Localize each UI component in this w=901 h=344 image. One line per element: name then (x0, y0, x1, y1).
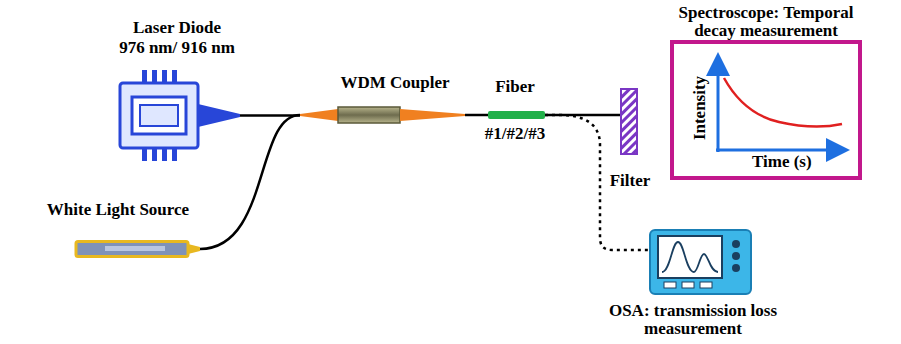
filter: Filter (620, 88, 638, 155)
osa-instrument: OSA: transmission loss measurement (648, 228, 753, 296)
node-label: Filter (610, 171, 651, 191)
filter-icon (620, 88, 638, 155)
node-label: Intensity (690, 76, 710, 140)
node-label: 976 nm/ 916 nm (119, 38, 235, 58)
fiber-line (465, 114, 488, 117)
fiber-segment: Fiber#1/#2/#3 (488, 110, 545, 120)
node-label: Laser Diode (133, 18, 221, 38)
node-label: WDM Coupler (340, 73, 449, 93)
laser-diode-icon (118, 78, 240, 153)
node-label: Time (s) (752, 152, 812, 172)
fiber-line (545, 114, 620, 117)
fiber-icon (488, 110, 545, 120)
laser-diode: Laser Diode976 nm/ 916 nm (118, 78, 240, 153)
node-label: #1/#2/#3 (485, 124, 545, 144)
node-label: Fiber (495, 77, 535, 97)
node-label: White Light Source (47, 200, 189, 220)
white-light-source: White Light Source (75, 240, 200, 258)
wdm-coupler-icon (300, 105, 465, 125)
spectroscope-panel: Spectroscope: Temporal decay measurement… (670, 40, 862, 180)
node-label: OSA: transmission loss measurement (591, 302, 796, 338)
osa-icon (648, 228, 753, 296)
wdm-coupler: WDM Coupler (300, 105, 465, 125)
white-light-icon (75, 240, 200, 258)
node-label: Spectroscope: Temporal decay measurement (659, 4, 874, 40)
fiber-line (200, 115, 300, 249)
